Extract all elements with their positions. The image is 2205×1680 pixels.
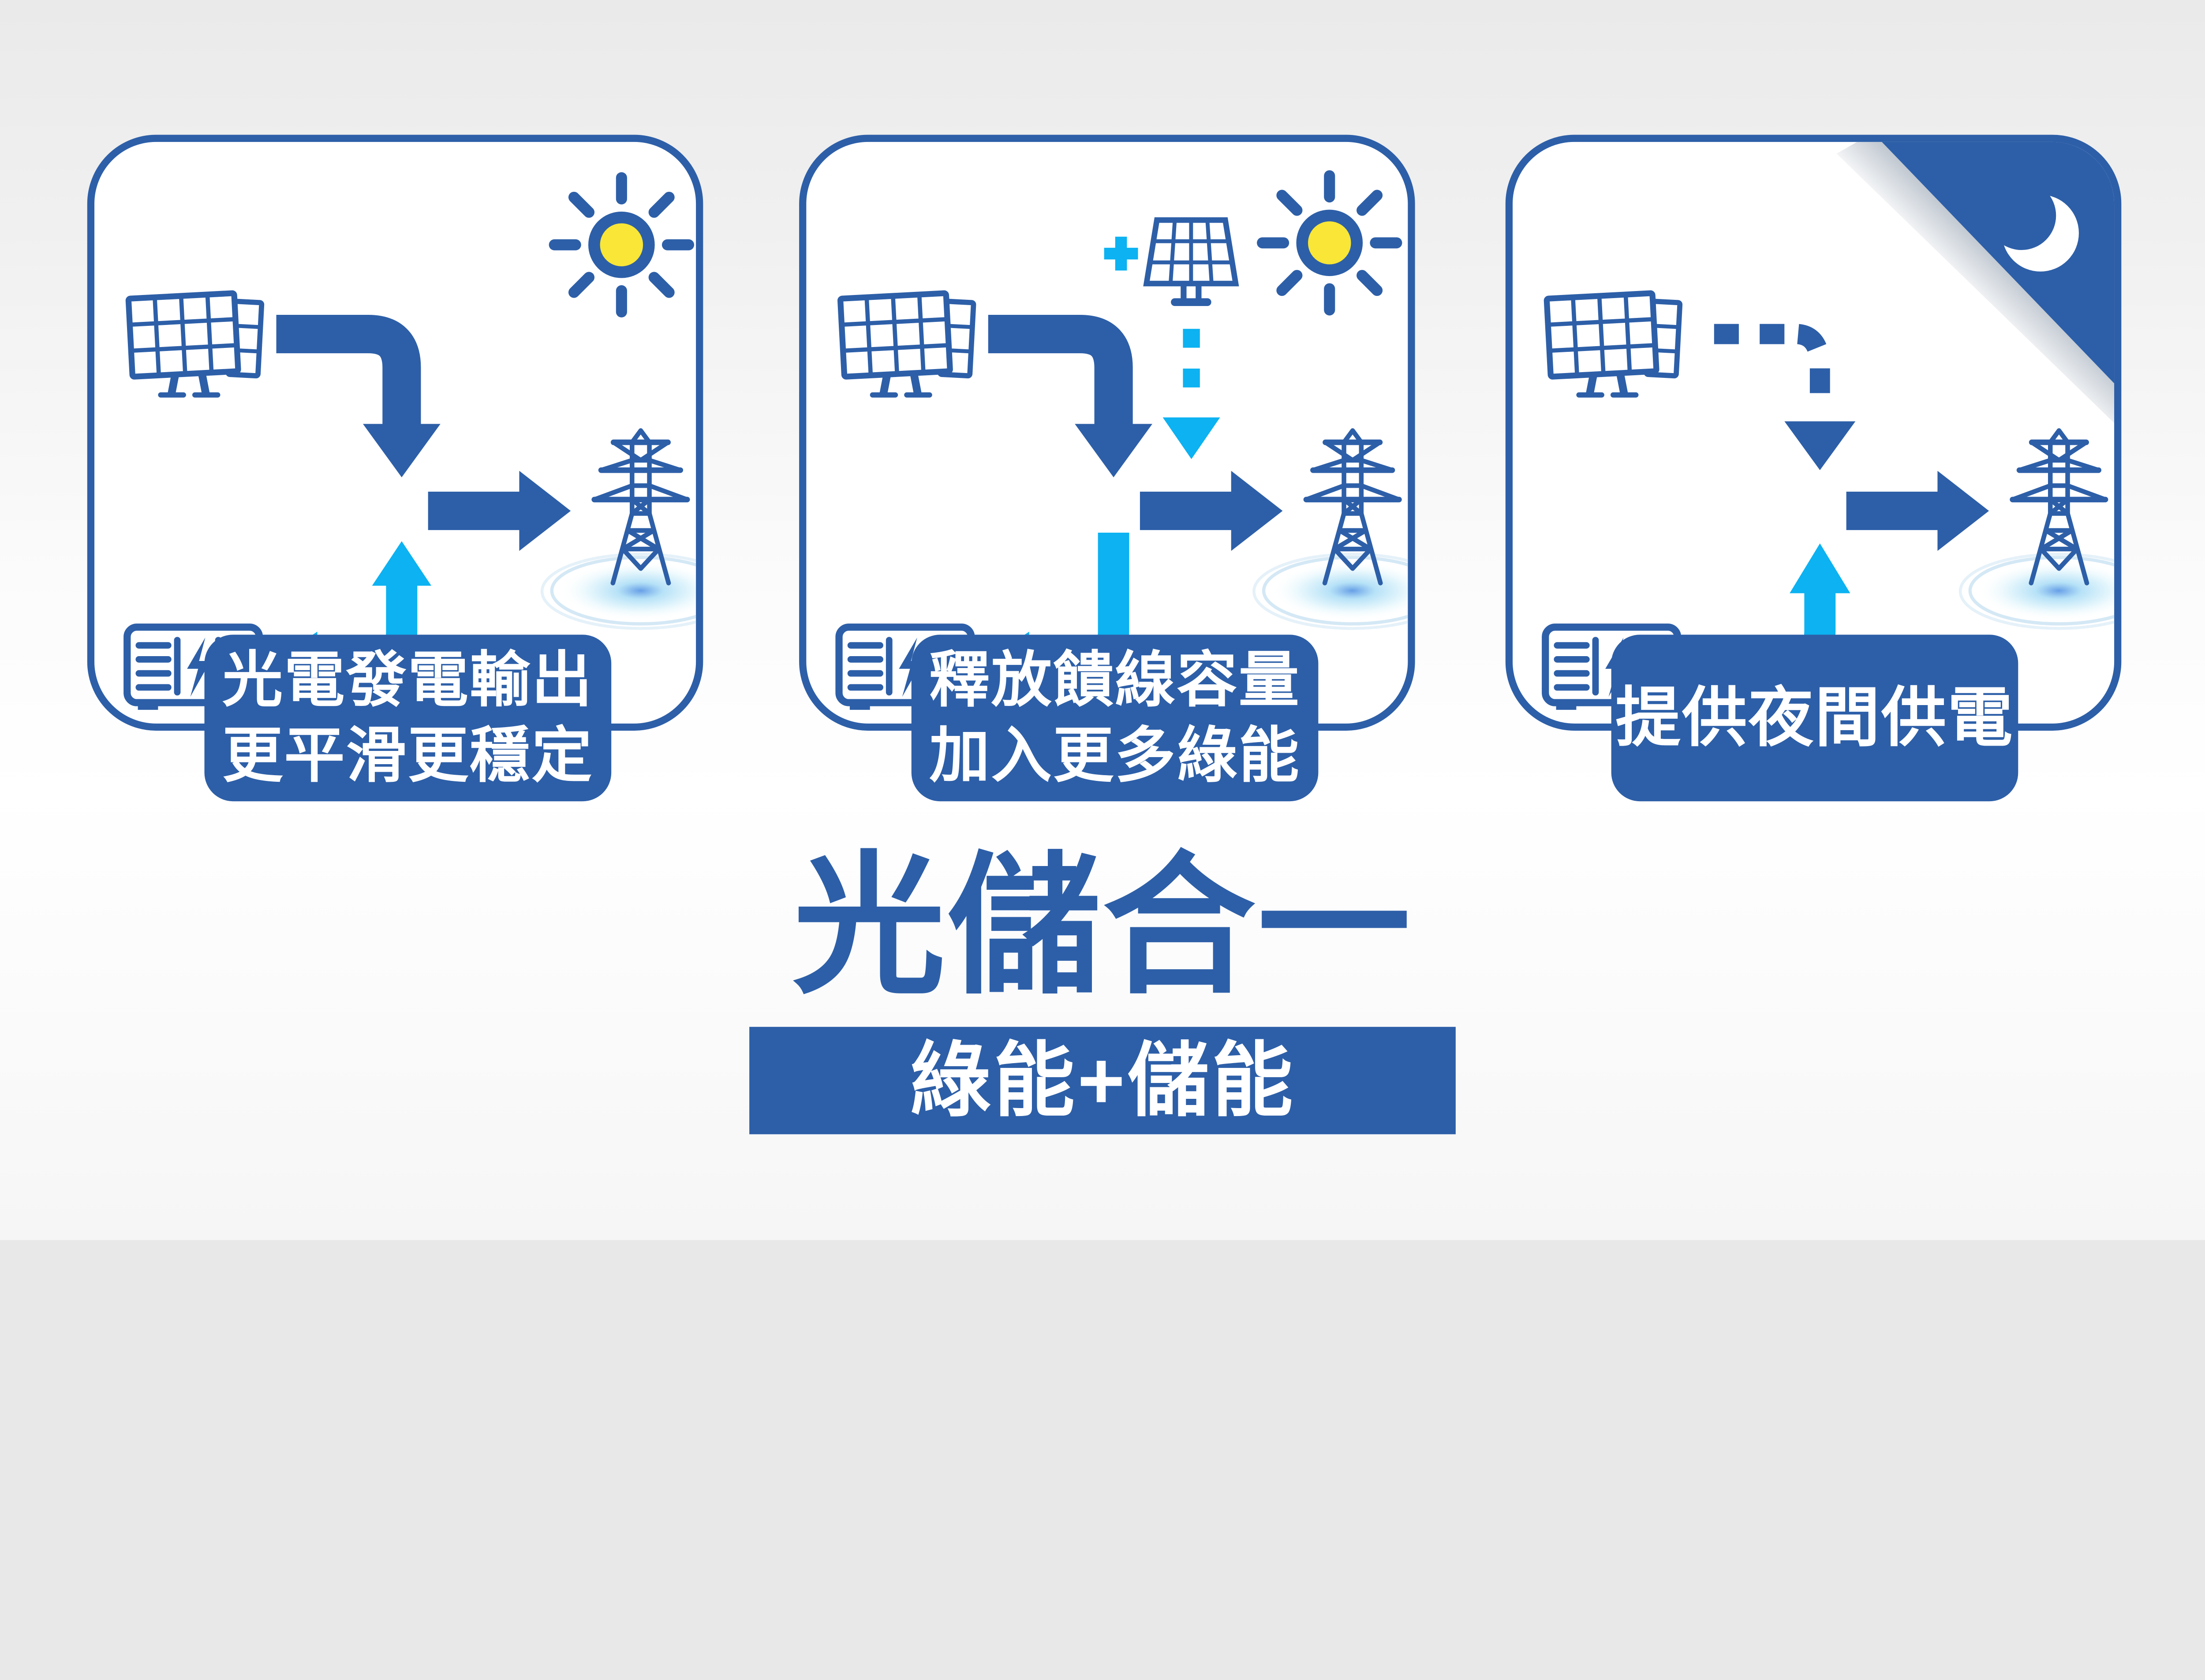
infographic-stage: 光電發電輸出 更平滑更穩定 釋放饋線容量 加入更多綠能 提供夜間供電 光儲合一 … xyxy=(0,0,2205,1240)
solar-panel-icon xyxy=(840,293,973,395)
caption-line: 提供夜間供電 xyxy=(1615,681,2014,754)
solar-panel-icon xyxy=(128,293,262,395)
moon-icon xyxy=(1987,181,2079,272)
caption-line: 加入更多綠能 xyxy=(929,722,1301,789)
added-solar-panel-icon xyxy=(1147,220,1236,302)
caption-night-power-supply: 提供夜間供電 xyxy=(1611,635,2018,802)
sun-icon xyxy=(1263,176,1397,310)
caption-release-feeder-capacity: 釋放饋線容量 加入更多綠能 xyxy=(911,635,1319,802)
flow-junction-to-grid-arrow xyxy=(1140,470,1283,551)
night-corner xyxy=(1836,142,2115,423)
panel-release-feeder-capacity xyxy=(799,134,1415,731)
caption-line: 光電發電輸出 xyxy=(222,646,594,714)
flow-junction-to-grid-arrow xyxy=(1846,470,1989,551)
sun-icon xyxy=(554,178,688,312)
panel-night-power-supply xyxy=(1505,134,2122,731)
grid-glow xyxy=(542,554,703,628)
flow-solar-to-junction-arrow xyxy=(988,314,1152,478)
panel-2-diagram xyxy=(799,135,1415,731)
caption-pv-output-smoothing: 光電發電輸出 更平滑更穩定 xyxy=(204,635,612,802)
grid-glow xyxy=(1960,554,2121,628)
panel-pv-output-smoothing xyxy=(87,134,703,731)
flow-solar-idle-dashed-arrow xyxy=(1714,324,1856,470)
caption-line: 釋放饋線容量 xyxy=(929,646,1301,714)
flow-added-solar-dashed-arrow xyxy=(1162,329,1220,459)
subtitle-banner: 綠能+儲能 xyxy=(749,1027,1456,1135)
caption-line: 更平滑更穩定 xyxy=(222,722,594,789)
grid-glow xyxy=(1254,554,1415,628)
flow-junction-to-grid-arrow xyxy=(428,470,571,551)
plus-icon xyxy=(1104,236,1138,271)
panel-3-diagram xyxy=(1506,142,2121,731)
solar-panel-icon xyxy=(1547,293,1680,395)
flow-solar-to-junction-arrow xyxy=(276,314,441,478)
page-title: 光儲合一 xyxy=(792,840,1413,1012)
